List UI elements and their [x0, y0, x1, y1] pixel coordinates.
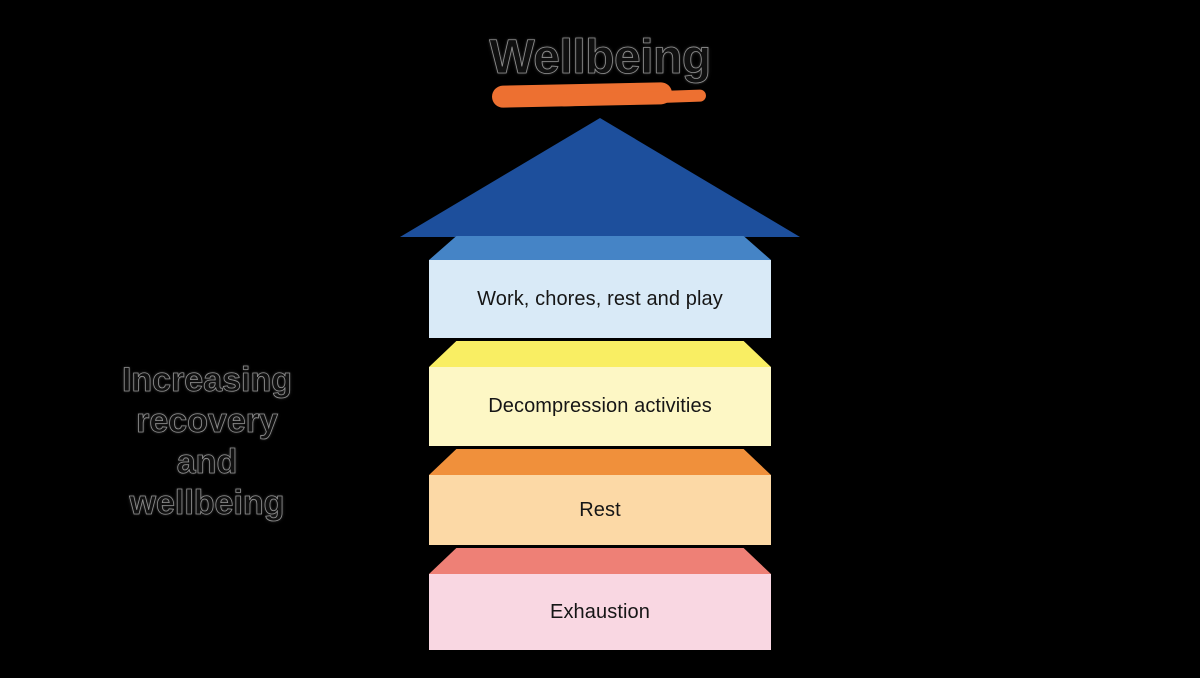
- tier-box: Exhaustion: [429, 574, 771, 650]
- tier-label: Exhaustion: [550, 600, 650, 623]
- tier-box: Decompression activities: [429, 367, 771, 446]
- tier-flap: [429, 548, 771, 574]
- arrow-head-icon: [400, 118, 800, 237]
- tier-flap: [429, 236, 771, 260]
- tier-box: Work, chores, rest and play: [429, 260, 771, 338]
- tier-flap: [429, 341, 771, 367]
- side-label: Increasing recovery and wellbeing: [121, 361, 293, 523]
- tier-flap: [429, 449, 771, 475]
- page-title: Wellbeing: [489, 31, 712, 85]
- tier-label: Decompression activities: [488, 395, 712, 417]
- tier-box: Rest: [429, 475, 771, 545]
- tier-label: Work, chores, rest and play: [477, 287, 723, 310]
- tier-label: Rest: [579, 498, 621, 521]
